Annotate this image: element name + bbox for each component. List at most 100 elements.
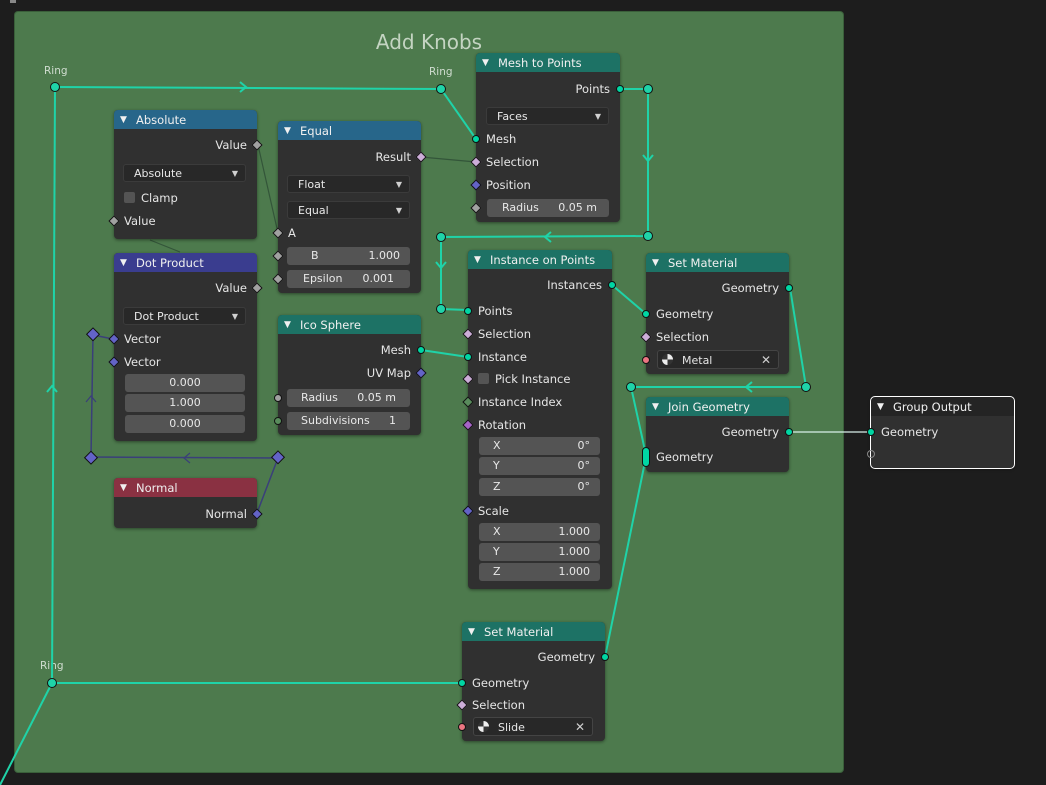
socket-instance[interactable] xyxy=(464,353,472,361)
chevron-down-icon[interactable]: ▼ xyxy=(284,125,291,136)
dropdown-value: Dot Product xyxy=(134,310,199,323)
output-normal: Normal xyxy=(205,507,247,521)
pick-instance-checkbox[interactable]: Pick Instance xyxy=(468,369,612,389)
chevron-down-icon[interactable]: ▼ xyxy=(474,254,481,265)
node-dot-product[interactable]: ▼Dot Product Value Dot Product▼ Vector V… xyxy=(108,253,263,441)
socket-material[interactable] xyxy=(642,356,650,364)
material-field[interactable]: Slide ✕ xyxy=(473,717,593,736)
field-value: 1.000 xyxy=(368,249,401,262)
close-icon[interactable]: ✕ xyxy=(760,353,771,367)
field-value: 1 xyxy=(389,414,396,427)
mode-dropdown[interactable]: Dot Product▼ xyxy=(123,307,246,325)
socket-geometry-out[interactable] xyxy=(785,284,793,292)
material-name: Slide xyxy=(498,721,525,734)
vector-z-field[interactable]: 0.000 xyxy=(125,415,245,433)
input-selection: Selection xyxy=(472,698,525,712)
socket-geometry-in[interactable] xyxy=(867,428,875,436)
chevron-down-icon[interactable]: ▼ xyxy=(652,257,659,268)
checkbox-box[interactable] xyxy=(124,192,135,203)
field-value: 0.000 xyxy=(169,417,201,430)
vector-x-field[interactable]: 0.000 xyxy=(125,374,245,392)
chevron-down-icon: ▼ xyxy=(231,169,238,178)
close-icon[interactable]: ✕ xyxy=(574,720,585,734)
socket-empty[interactable] xyxy=(867,450,875,458)
node-normal[interactable]: ▼ Normal Normal xyxy=(114,478,263,528)
socket-instances[interactable] xyxy=(608,281,616,289)
vector-y-field[interactable]: 1.000 xyxy=(125,394,245,412)
chevron-down-icon[interactable]: ▼ xyxy=(877,401,884,412)
node-mesh-to-points[interactable]: ▼Mesh to Points Points Faces▼ Mesh Selec… xyxy=(470,53,624,222)
clamp-checkbox[interactable]: Clamp xyxy=(114,188,257,208)
socket-geometry-in[interactable] xyxy=(458,679,466,687)
field-value: 1.000 xyxy=(558,565,591,578)
node-header[interactable]: ▼Absolute xyxy=(114,110,257,129)
chevron-down-icon[interactable]: ▼ xyxy=(652,401,659,412)
node-header[interactable]: ▼ Dot Product xyxy=(114,253,257,272)
node-join-geometry[interactable]: ▼Join Geometry Geometry Geometry xyxy=(642,397,793,472)
node-title: Join Geometry xyxy=(668,399,750,414)
node-set-material-metal[interactable]: ▼Set Material Geometry Geometry Selectio… xyxy=(640,253,793,374)
field-value: 0.000 xyxy=(169,376,201,389)
socket-points[interactable] xyxy=(464,307,472,315)
material-field[interactable]: Metal ✕ xyxy=(657,350,779,369)
mode-dropdown[interactable]: Equal▼ xyxy=(287,201,410,219)
output-value: Value xyxy=(215,281,247,295)
node-header[interactable]: ▼Mesh to Points xyxy=(476,53,620,72)
checkbox-box[interactable] xyxy=(478,373,489,384)
chevron-down-icon[interactable]: ▼ xyxy=(284,319,291,330)
chevron-down-icon: ▼ xyxy=(395,180,402,189)
socket-geometry-multi-in[interactable] xyxy=(642,447,650,467)
node-header[interactable]: ▼Ico Sphere xyxy=(278,315,421,334)
mode-dropdown[interactable]: Absolute▼ xyxy=(123,164,246,182)
chevron-down-icon[interactable]: ▼ xyxy=(120,257,127,268)
mode-dropdown[interactable]: Faces ▼ xyxy=(486,107,609,125)
node-header[interactable]: ▼Group Output xyxy=(871,397,1014,416)
input-selection: Selection xyxy=(486,155,539,169)
socket-points[interactable] xyxy=(616,85,624,93)
socket-geometry-in[interactable] xyxy=(642,310,650,318)
socket-geometry-out[interactable] xyxy=(601,653,609,661)
input-vector-1: Vector xyxy=(124,332,161,346)
node-title: Normal xyxy=(136,480,178,495)
input-position: Position xyxy=(486,178,531,192)
field-value: 0° xyxy=(577,480,591,493)
node-absolute[interactable]: ▼Absolute Value Absolute▼ Clamp Value xyxy=(108,110,263,239)
node-instance-on-points[interactable]: ▼Instance on Points Instances Points Sel… xyxy=(462,250,616,589)
chevron-down-icon[interactable]: ▼ xyxy=(120,482,127,493)
dropdown-value: Faces xyxy=(497,110,528,123)
socket-material[interactable] xyxy=(458,723,466,731)
node-header[interactable]: ▼ Normal xyxy=(114,478,257,497)
node-header[interactable]: ▼Set Material xyxy=(646,253,789,272)
node-header[interactable]: ▼ Join Geometry xyxy=(646,397,789,416)
chevron-down-icon: ▼ xyxy=(594,112,601,121)
output-geometry: Geometry xyxy=(721,425,779,439)
type-dropdown[interactable]: Float▼ xyxy=(287,175,410,193)
socket-geometry-out[interactable] xyxy=(785,428,793,436)
socket-subdivisions[interactable] xyxy=(274,417,282,425)
socket-radius[interactable] xyxy=(274,394,282,402)
chevron-down-icon[interactable]: ▼ xyxy=(120,114,127,125)
node-group-output[interactable]: ▼Group Output Geometry xyxy=(867,396,1015,469)
node-header[interactable]: ▼Instance on Points xyxy=(468,250,612,269)
node-set-material-slide[interactable]: ▼Set Material Geometry Geometry Selectio… xyxy=(456,622,609,741)
socket-mesh[interactable] xyxy=(472,135,480,143)
node-header[interactable]: ▼Equal xyxy=(278,121,421,140)
socket-mesh[interactable] xyxy=(417,346,425,354)
node-header[interactable]: ▼Set Material xyxy=(462,622,605,641)
chevron-down-icon[interactable]: ▼ xyxy=(468,626,475,637)
chevron-down-icon[interactable]: ▼ xyxy=(482,57,489,68)
node-title: Dot Product xyxy=(136,255,204,270)
